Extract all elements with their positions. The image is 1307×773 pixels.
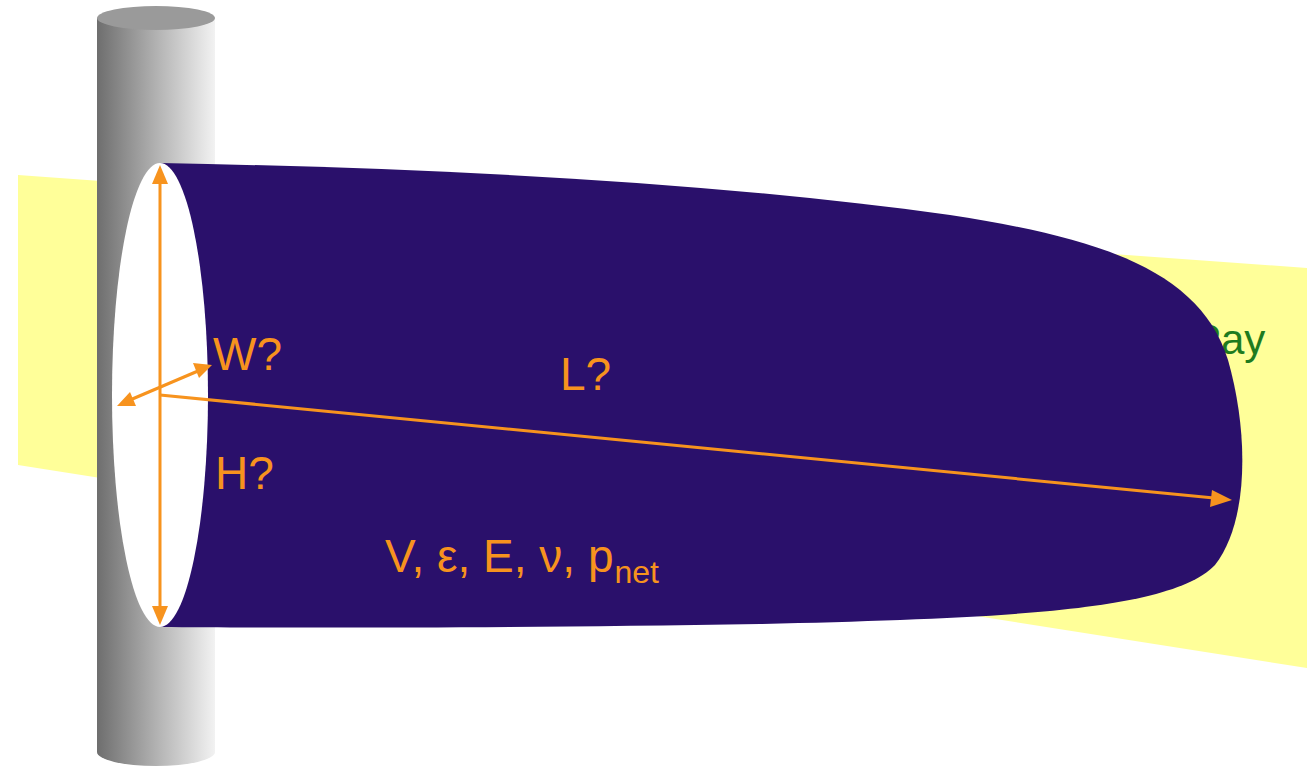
fracture-body-outline: [108, 155, 1252, 635]
fracture-body: W? L? H? V, ε, E, ν, pnet: [108, 155, 1252, 635]
wellbore-top: [97, 6, 215, 30]
length-label: L?: [560, 348, 611, 401]
wellbore-body: [97, 18, 215, 766]
width-label: W?: [213, 328, 282, 381]
parameter-subscript: net: [614, 554, 658, 591]
parameter-label: V, ε, E, ν, p: [385, 530, 613, 583]
height-label: H?: [215, 447, 274, 500]
